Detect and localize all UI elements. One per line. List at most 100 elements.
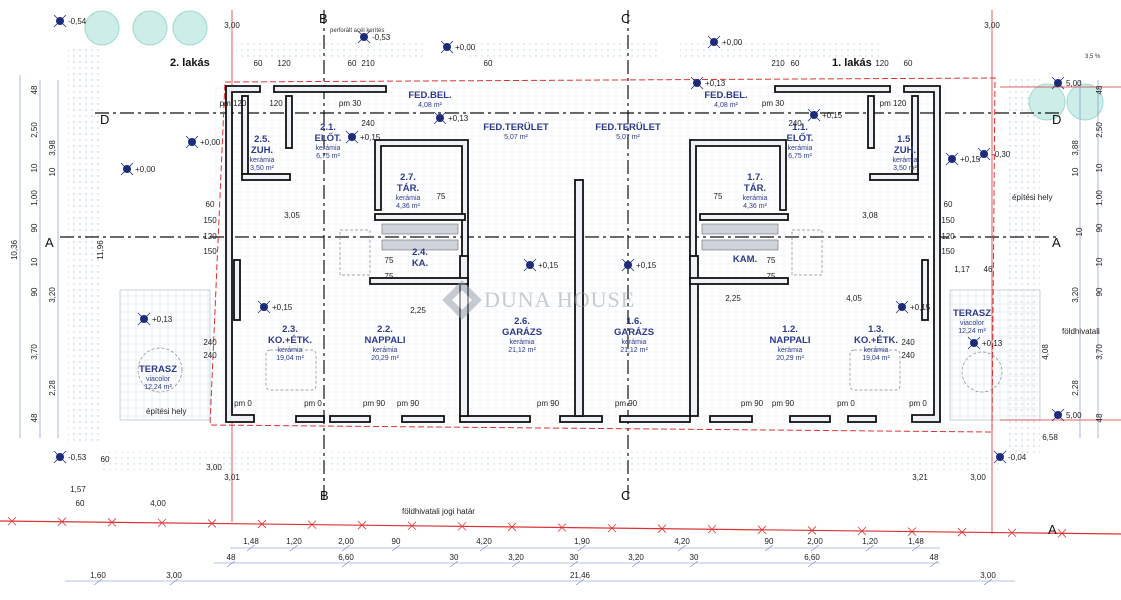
dimension-label: 60	[101, 455, 110, 464]
dimension-label: pm 0	[234, 399, 252, 408]
dimension-label: 240	[788, 119, 802, 128]
dimension-label: 120	[875, 59, 889, 68]
dimension-label: 150	[203, 247, 217, 256]
stair-blocks	[381, 223, 779, 251]
dimension-label: 75	[714, 192, 723, 201]
dimension-label: 4,05	[846, 294, 862, 303]
dimension-label: pm 30	[762, 99, 785, 108]
dimension-label: 120	[277, 59, 291, 68]
dimension-tick	[569, 560, 579, 568]
dimension-tick	[341, 560, 351, 568]
axis-a-left: A	[45, 235, 54, 250]
fence-note: perforált acél kerítés	[330, 28, 384, 34]
room-material: kerámia	[510, 339, 535, 346]
dimension-label: 240	[361, 119, 375, 128]
boundary-cross-icon	[7, 516, 17, 526]
dimension-label: 3,05	[284, 211, 300, 220]
room-material: kerámia	[864, 347, 889, 354]
level-marker-icon	[185, 135, 199, 149]
room-number: 2.1.	[320, 122, 336, 133]
room-area: 21,12 m²	[620, 347, 648, 354]
slope-note: 3,5 %	[1085, 54, 1101, 60]
unit-2-title: 2. lakás	[170, 57, 210, 69]
dimension-tick	[865, 544, 875, 552]
bottom-dimension: 4,20	[674, 537, 690, 546]
dimension-label: 120	[269, 99, 283, 108]
level-marker-icon	[895, 300, 909, 314]
dimension-label: pm 120	[220, 99, 247, 108]
walls	[225, 85, 941, 423]
boundary-cross-icon	[457, 522, 467, 531]
dimension-label: pm 90	[397, 399, 420, 408]
bottom-dimension: 1,20	[862, 537, 878, 546]
room-name: ELŐT.	[787, 132, 814, 144]
boundary-cross-icon	[857, 526, 867, 536]
boundary-cross-icon	[807, 526, 817, 535]
dimension-tick	[391, 544, 401, 552]
dimension-label: 75	[385, 272, 394, 281]
legal-boundary-note: földhivatali jogi határ	[402, 507, 475, 516]
notes: perforált acél kerítés építési hely épít…	[146, 28, 1101, 516]
right-dimension: 3,20	[1071, 287, 1080, 303]
bottom-dimension: 30	[690, 553, 699, 562]
building-zone-left: építési hely	[146, 407, 186, 416]
room-number: 1.7.	[747, 172, 763, 183]
dimension-label: 6,58	[1042, 433, 1058, 442]
level-value: +0,15	[360, 133, 381, 142]
dimension-label: 240	[901, 351, 915, 360]
dimension-label: 210	[771, 59, 785, 68]
right-dimension: 48	[1095, 85, 1104, 94]
dimension-label: 240	[203, 338, 217, 347]
dimension-label: 240	[203, 351, 217, 360]
room-name: NAPPALI	[770, 335, 811, 346]
left-dimension: 10	[48, 167, 57, 176]
dimension-tick	[807, 560, 817, 568]
right-dimension: 1,00	[1095, 190, 1104, 206]
room-name: FED.TERÜLET	[595, 122, 661, 133]
room-name: GARÁZS	[614, 327, 654, 338]
bottom-dimension: 90	[765, 537, 774, 546]
watermark-text: DUNA HOUSE	[484, 287, 635, 312]
dimension-label: 120	[941, 232, 955, 241]
left-dimension: 2,28	[48, 380, 57, 396]
level-marker-icon	[1051, 408, 1065, 422]
dimension-lines	[19, 75, 1099, 582]
dimension-tick	[911, 544, 921, 552]
dimension-label: 2,25	[725, 294, 741, 303]
boundary-cross-icon	[757, 525, 767, 535]
axis-a-right: A	[1052, 235, 1061, 250]
titles: 2. lakás 1. lakás	[170, 57, 872, 69]
room-name: TERASZ	[139, 364, 177, 375]
axis-d-right: D	[1052, 112, 1061, 127]
level-marker-icon	[345, 130, 359, 144]
room-area: 19,04 m²	[276, 355, 304, 362]
dimension-label: 3,00	[984, 21, 1000, 30]
dimension-label: pm 30	[339, 99, 362, 108]
level-value: +0,13	[705, 79, 726, 88]
bottom-dimension: 48	[227, 553, 236, 562]
dimension-tick	[764, 544, 774, 552]
dimension-label: 75	[767, 272, 776, 281]
right-dimension: 3,88	[1071, 140, 1080, 156]
bottom-dimension: 2,00	[338, 537, 354, 546]
boundary-cross-icon	[557, 523, 567, 532]
left-dimension: 2,50	[30, 122, 39, 138]
dimension-tick	[289, 544, 299, 552]
level-marker-icon	[707, 35, 721, 49]
room-name: ZUH.	[894, 145, 916, 156]
room-number: 2.5.	[254, 134, 270, 145]
dimension-label: 60	[348, 59, 357, 68]
room-area: 19,04 m²	[862, 355, 890, 362]
level-marker-icon	[357, 30, 371, 44]
level-marker-icon	[523, 258, 537, 272]
room-material: viacolor	[960, 320, 985, 327]
room-name: ELŐT.	[315, 132, 342, 144]
dimension-label: 75	[437, 192, 446, 201]
room-name: ZUH.	[251, 145, 273, 156]
right-dimension: 2,50	[1095, 122, 1104, 138]
bottom-dimension: 30	[450, 553, 459, 562]
boundary-cross-icon	[507, 522, 517, 532]
level-value: +0,00	[135, 165, 156, 174]
level-marker-icon	[945, 152, 959, 166]
left-dimension: 10	[30, 257, 39, 266]
